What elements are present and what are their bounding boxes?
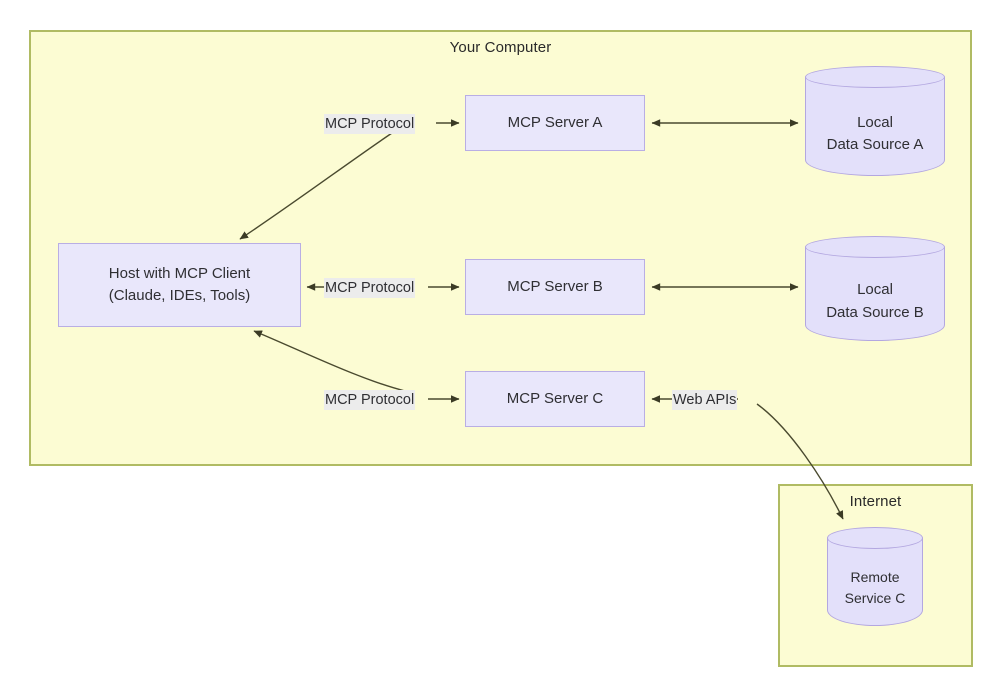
node-mcp-server-b[interactable]: MCP Server B [465, 259, 645, 315]
cylinder-top-icon [805, 236, 945, 258]
edge-host-server-a [239, 119, 460, 240]
edge-host-server-c [253, 330, 460, 403]
node-local-data-source-b[interactable]: Local Data Source B [805, 236, 945, 341]
edge-label-web-apis: Web APIs [672, 390, 738, 410]
cylinder-body-icon [805, 77, 945, 176]
cylinder-top-icon [805, 66, 945, 88]
node-host-line2: (Claude, IDEs, Tools) [108, 287, 251, 304]
node-mcp-server-b-label: MCP Server B [507, 278, 603, 296]
node-local-data-source-a-line1: Local [857, 113, 893, 131]
boundary-internet: Internet [778, 484, 973, 667]
node-host-with-mcp-client[interactable]: Host with MCP Client (Claude, IDEs, Tool… [58, 243, 301, 327]
node-mcp-server-a[interactable]: MCP Server A [465, 95, 645, 151]
cylinder-top-icon [827, 527, 923, 549]
boundary-internet-label: Internet [849, 493, 902, 510]
edge-label-mcp-protocol-a: MCP Protocol [324, 114, 416, 134]
node-local-data-source-a[interactable]: Local Data Source A [805, 66, 945, 176]
node-local-data-source-a-line2: Data Source A [826, 136, 924, 153]
edge-label-mcp-protocol-b: MCP Protocol [324, 278, 416, 298]
node-mcp-server-a-label: MCP Server A [507, 114, 603, 132]
edge-label-mcp-protocol-c: MCP Protocol [324, 390, 416, 410]
cylinder-body-icon [805, 247, 945, 341]
edge-server-c-web-apis [651, 395, 844, 520]
node-remote-service-c[interactable]: Remote Service C [827, 527, 923, 626]
cylinder-body-icon [827, 538, 923, 626]
node-remote-service-c-line2: Service C [844, 589, 906, 606]
node-remote-service-c-line1: Remote [850, 568, 900, 585]
node-host-line1: Host with MCP Client [108, 265, 251, 283]
node-mcp-server-c[interactable]: MCP Server C [465, 371, 645, 427]
node-mcp-server-c-label: MCP Server C [506, 390, 604, 408]
boundary-your-computer-label: Your Computer [449, 39, 552, 56]
node-local-data-source-b-line1: Local [857, 281, 893, 298]
node-local-data-source-b-line2: Data Source B [826, 303, 924, 321]
